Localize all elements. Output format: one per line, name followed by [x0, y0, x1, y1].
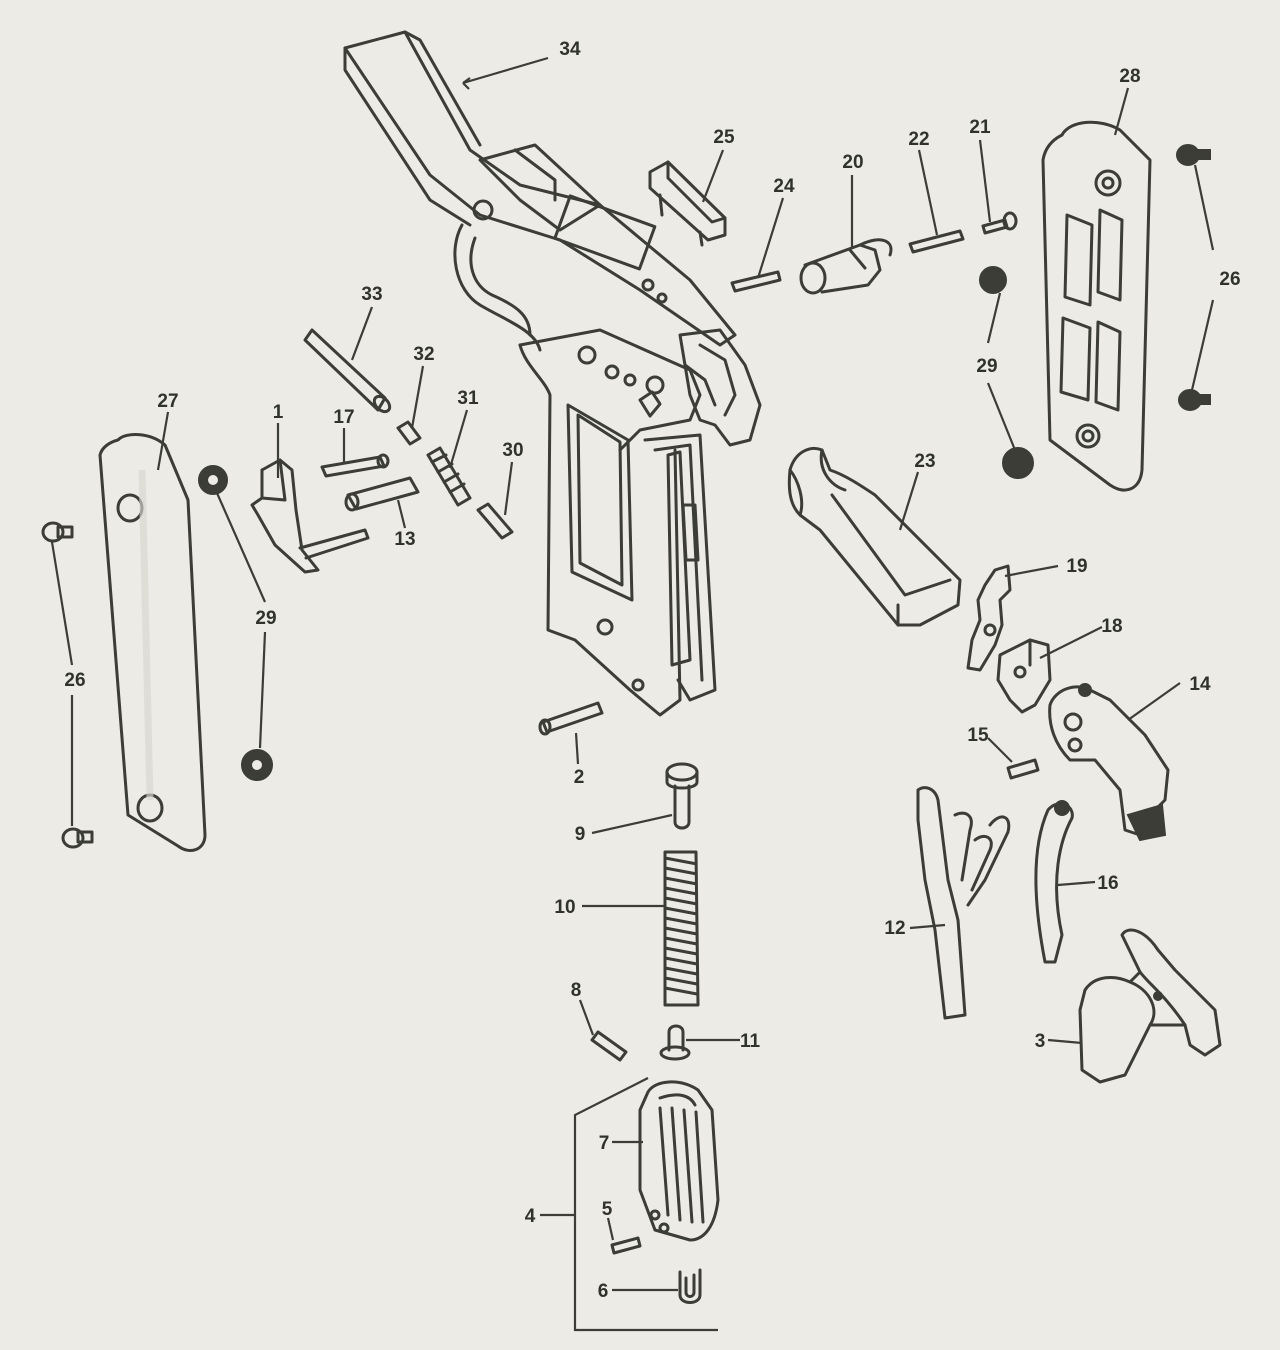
part-13-pin: [344, 476, 420, 512]
part-34-frame: [343, 30, 762, 717]
callout-30: 30: [502, 440, 523, 461]
part-11-cap: [659, 1024, 691, 1061]
callout-11: 11: [740, 1031, 761, 1052]
callout-15: 15: [967, 725, 989, 746]
callout-26-right: 26: [1219, 269, 1240, 290]
part-33-pin: [303, 328, 392, 414]
part-32-pin: [396, 420, 422, 446]
part-6-retainer: [678, 1268, 702, 1304]
callout-26-left: 26: [64, 670, 85, 691]
callout-17: 17: [333, 407, 354, 428]
callout-1: 1: [273, 402, 284, 423]
part-2-pin: [538, 701, 604, 736]
part-15-pin: [1006, 758, 1040, 780]
part-30-plunger: [476, 502, 514, 540]
callout-21: 21: [969, 117, 991, 138]
part-4-assembly-bracket: [573, 1077, 718, 1332]
part-20-bushing: [799, 238, 893, 295]
part-7-housing: [638, 1080, 720, 1242]
callout-9: 9: [575, 824, 586, 845]
part-26-right-screws: [1176, 144, 1211, 411]
callout-29-left: 29: [255, 608, 276, 629]
callout-7: 7: [599, 1133, 610, 1154]
part-5-pin: [610, 1236, 642, 1255]
callout-12: 12: [884, 918, 905, 939]
part-31-spring: [426, 446, 472, 507]
callout-27: 27: [157, 391, 178, 412]
callout-6: 6: [598, 1281, 609, 1302]
callout-22: 22: [908, 129, 929, 150]
part-3-trigger: [1078, 928, 1222, 1084]
callout-8: 8: [571, 980, 582, 1001]
part-14-hammer: [1048, 683, 1170, 842]
part-1-safety: [250, 458, 370, 574]
callout-16: 16: [1097, 873, 1118, 894]
callout-25: 25: [713, 127, 735, 148]
part-9-plunger: [665, 762, 699, 830]
part-22-pin: [908, 229, 965, 254]
callout-13: 13: [394, 529, 415, 550]
callout-23: 23: [914, 451, 935, 472]
part-29-left-bushings: [198, 465, 273, 781]
part-8-pin: [590, 1030, 628, 1062]
callout-24: 24: [773, 176, 795, 197]
callout-3: 3: [1035, 1031, 1046, 1052]
callout-34: 34: [559, 39, 581, 60]
callout-4: 4: [525, 1206, 536, 1227]
part-27-left-grip: [98, 433, 207, 852]
part-17-pin: [320, 453, 390, 478]
callout-10: 10: [554, 897, 575, 918]
part-29-right-bushings: [979, 266, 1034, 479]
callout-18: 18: [1101, 616, 1122, 637]
callout-5: 5: [602, 1199, 613, 1220]
callout-28: 28: [1119, 66, 1140, 87]
callout-labels: 34 25 24 20 22 21 28 26 29 33 32 31 30 2…: [64, 39, 1240, 1302]
callout-31: 31: [457, 388, 479, 409]
callout-2: 2: [574, 767, 585, 788]
callout-32: 32: [413, 344, 434, 365]
part-12-sear-spring: [916, 786, 1011, 1020]
callout-29-right: 29: [976, 356, 997, 377]
part-10-mainspring: [663, 850, 700, 1007]
part-21-screw: [981, 211, 1018, 235]
callout-19: 19: [1066, 556, 1087, 577]
callout-14: 14: [1189, 674, 1211, 695]
callout-33: 33: [361, 284, 382, 305]
part-28-right-grip: [1041, 120, 1152, 492]
callout-20: 20: [842, 152, 863, 173]
leader-lines: [50, 56, 1215, 1292]
part-25-block: [648, 160, 727, 247]
part-16-strut: [1034, 800, 1074, 964]
part-19-disconnector: [966, 564, 1012, 672]
part-23-grip-safety: [787, 446, 962, 627]
part-26-left-screws: [41, 521, 94, 849]
part-24-pin: [730, 270, 782, 293]
part-18-sear: [996, 638, 1052, 714]
